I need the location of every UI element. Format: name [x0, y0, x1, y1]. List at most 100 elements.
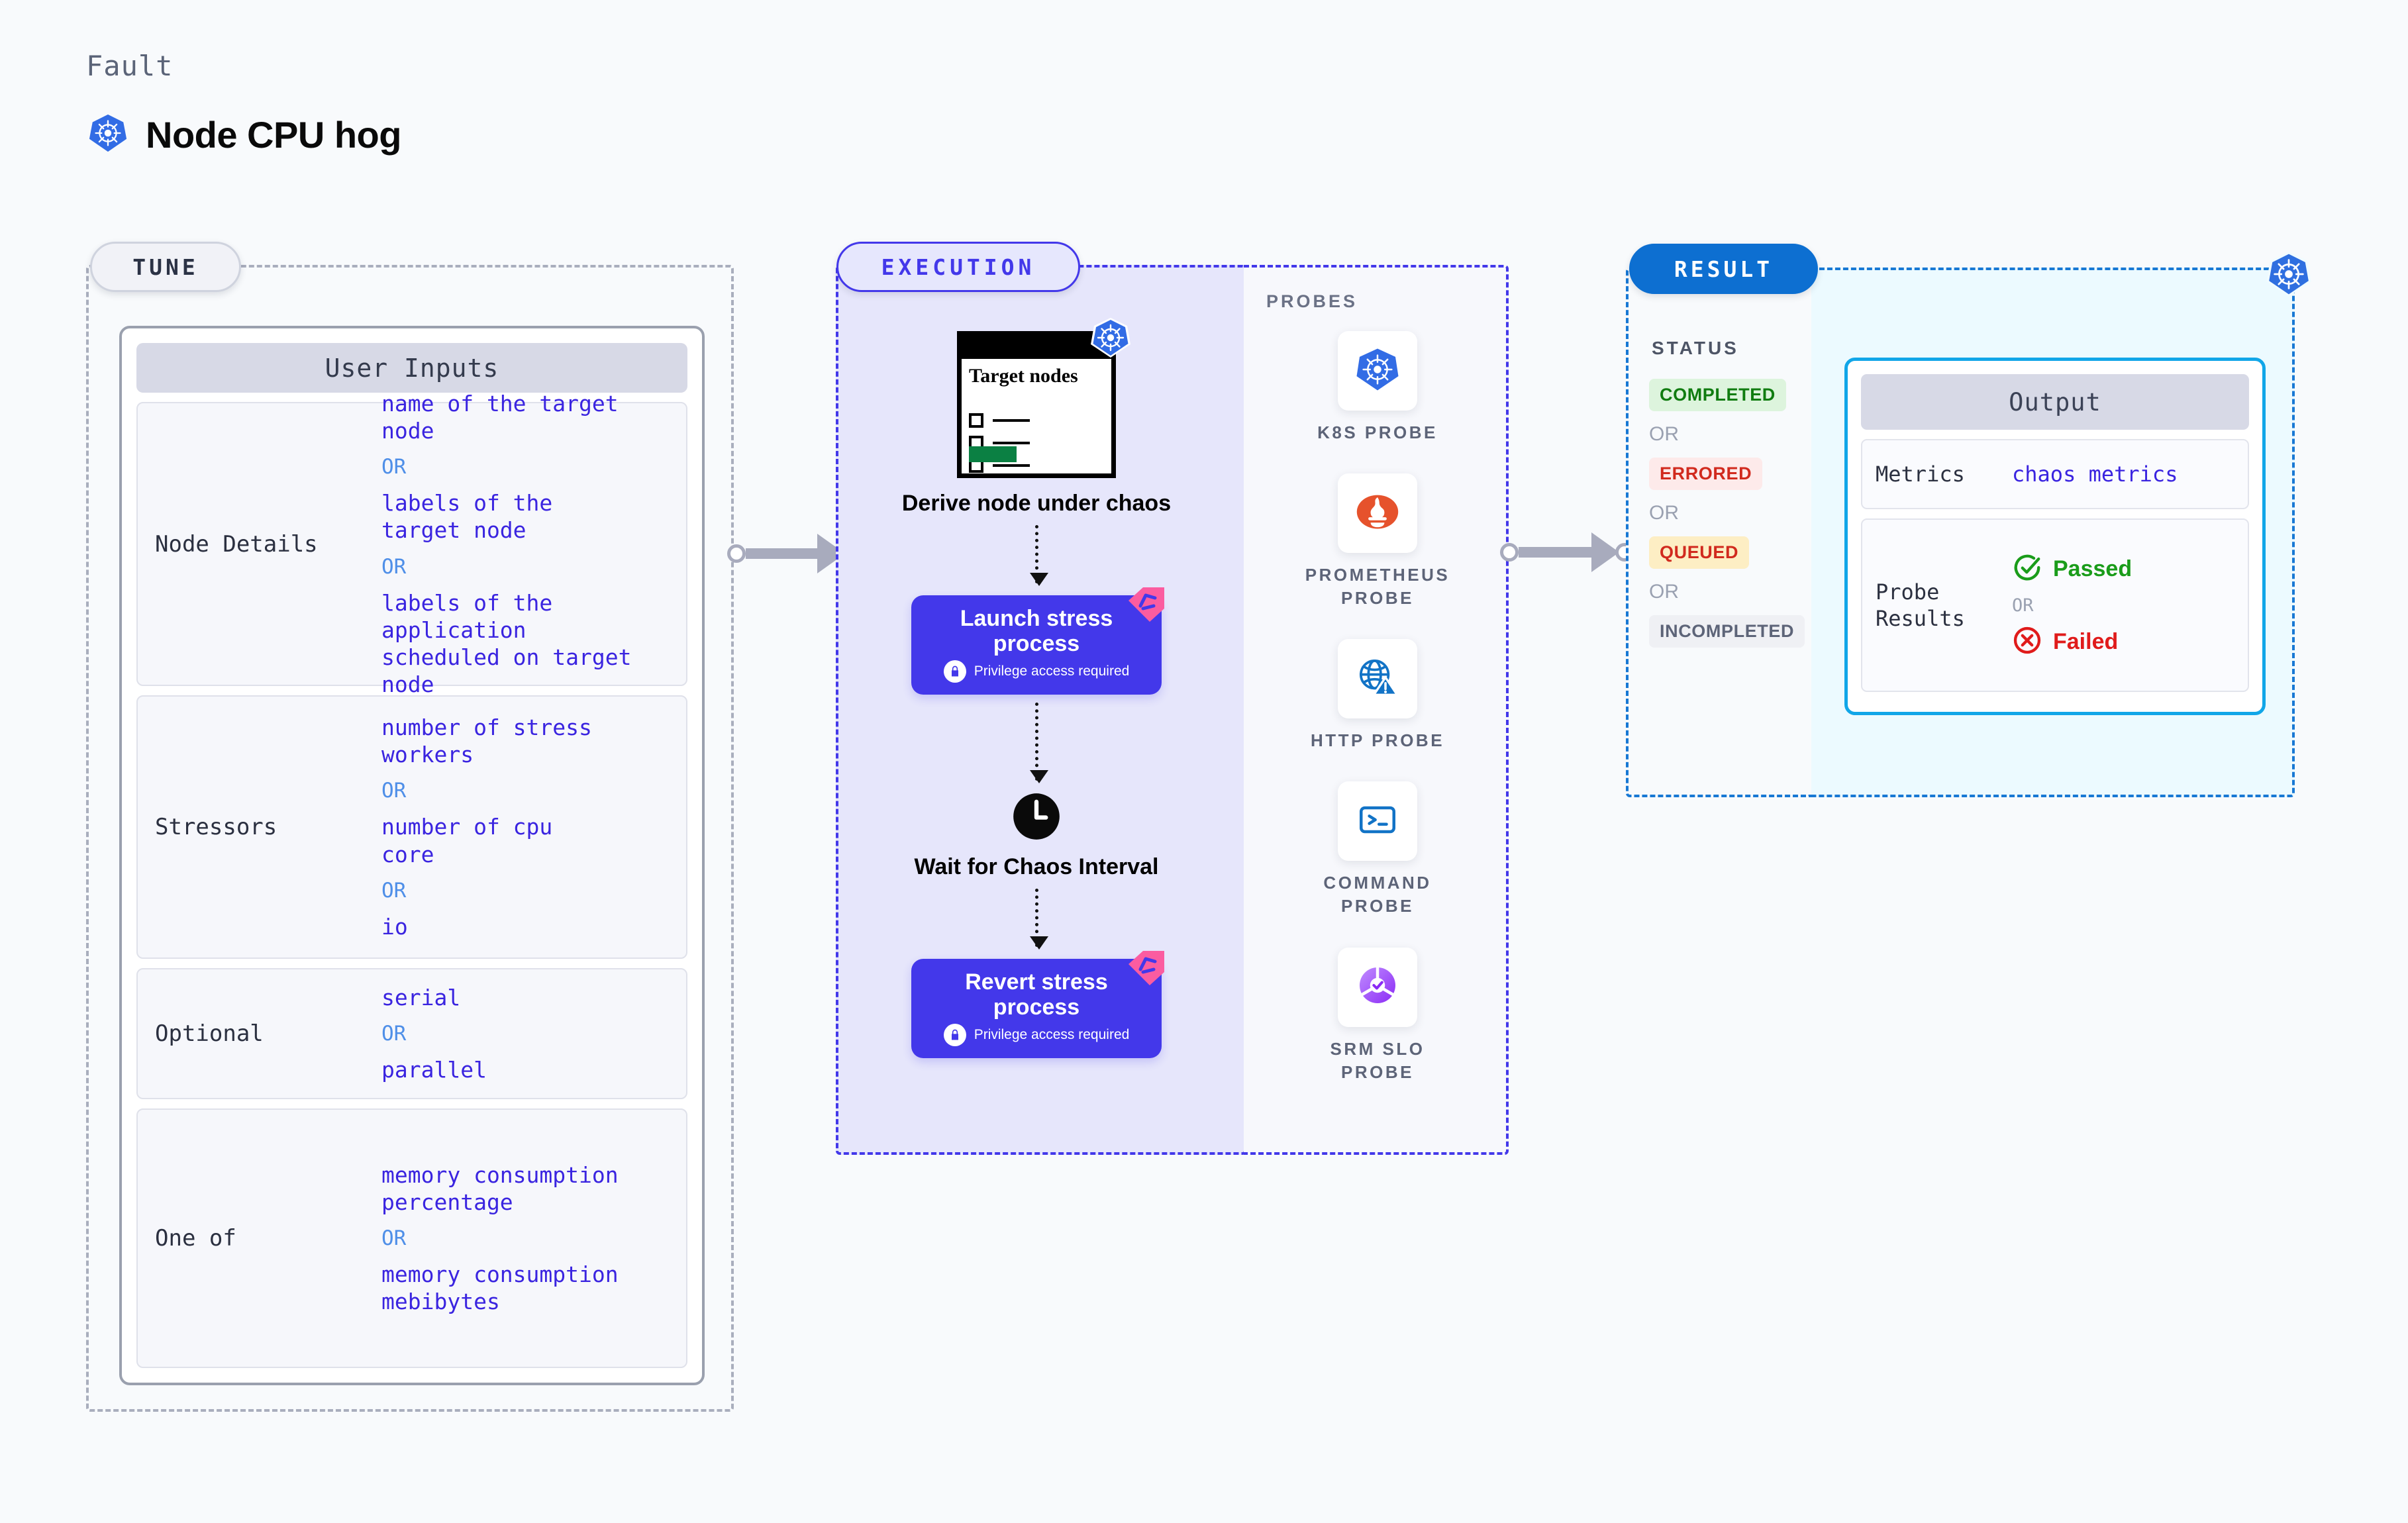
probe-label: HTTP PROBE [1310, 730, 1445, 751]
lock-icon [943, 660, 966, 683]
probe-result-passed: Passed [2012, 552, 2132, 586]
or-separator: OR [381, 554, 407, 579]
screen-titlebar [957, 331, 1116, 359]
step-launch-stress-process[interactable]: Launch stress process Privilege access r… [911, 587, 1164, 695]
connector-arrowhead [1591, 532, 1619, 572]
phase-label-execution[interactable]: EXECUTION [836, 242, 1080, 292]
tune-value: serial [381, 984, 461, 1010]
probe-label: PROMETHEUS PROBE [1305, 565, 1450, 609]
x-circle-icon [2012, 625, 2042, 659]
status-list: COMPLETED OR ERRORED OR QUEUED OR INCOMP… [1649, 379, 1805, 648]
fault-title-row: Node CPU hog [87, 113, 401, 157]
tune-value: memory consumption mebibytes [381, 1261, 619, 1315]
connector-start-dot [727, 544, 746, 563]
probe-item-http[interactable]: HTTP PROBE [1291, 639, 1464, 752]
tune-row-values: memory consumption percentage OR memory … [381, 1161, 619, 1316]
tune-row-one-of[interactable]: One of memory consumption percentage OR … [136, 1108, 687, 1368]
check-circle-icon [2012, 552, 2042, 586]
probe-tile [1338, 331, 1417, 411]
harness-ribbon-icon [1123, 586, 1171, 627]
status-badge[interactable]: INCOMPLETED [1649, 615, 1805, 648]
probe-item-command[interactable]: COMMAND PROBE [1291, 781, 1464, 918]
execution-flow: Target nodes Derive no [894, 318, 1179, 1058]
privilege-text: Privilege access required [974, 1026, 1130, 1042]
tune-value: labels of the target node [381, 490, 553, 544]
probe-tile [1338, 639, 1417, 719]
tune-value: memory consumption percentage [381, 1161, 619, 1215]
probe-result-failed: Failed [2012, 625, 2132, 659]
connector-line [1519, 547, 1593, 558]
probes-section-title: PROBES [1266, 291, 1358, 311]
flow-connector [1029, 524, 1048, 586]
output-metrics-value: chaos metrics [2012, 462, 2178, 487]
screen-title-text: Target nodes [969, 365, 1078, 387]
probe-passed-label: Passed [2053, 556, 2132, 581]
screen-green-button [969, 446, 1017, 462]
prometheus-icon [1353, 487, 1402, 540]
connector-start-dot [1500, 543, 1519, 562]
status-badge[interactable]: COMPLETED [1649, 379, 1786, 411]
status-badge[interactable]: QUEUED [1649, 536, 1750, 569]
tune-row-label: One of [155, 1225, 236, 1252]
probe-item-srm-slo[interactable]: SRM SLO PROBE [1291, 947, 1464, 1084]
output-row-metrics[interactable]: Metrics chaos metrics [1861, 439, 2249, 509]
harness-ribbon-icon [1123, 950, 1171, 991]
output-row-label: Probe Results [1876, 579, 1965, 631]
step-title: Revert stress process [965, 969, 1108, 1020]
or-separator: OR [1649, 581, 1679, 603]
tune-value: number of cpu core [381, 814, 553, 867]
terminal-icon [1354, 796, 1401, 847]
kubernetes-icon [1089, 317, 1132, 359]
step-label-wait-for-chaos: Wait for Chaos Interval [914, 854, 1159, 879]
or-separator: OR [381, 779, 407, 803]
phase-label-result[interactable]: RESULT [1629, 244, 1818, 294]
or-separator: OR [2012, 595, 2034, 616]
clock-icon [1011, 791, 1062, 842]
probe-label: SRM SLO PROBE [1330, 1038, 1425, 1082]
srm-slo-icon [1354, 961, 1401, 1012]
line-dash [993, 464, 1030, 467]
tune-row-label: Node Details [155, 530, 318, 558]
status-badge[interactable]: ERRORED [1649, 458, 1763, 490]
connector-execution-to-result [1500, 532, 1634, 572]
flow-connector [1029, 888, 1048, 950]
globe-warning-icon [1354, 654, 1401, 704]
probe-item-k8s[interactable]: K8S PROBE [1291, 331, 1464, 444]
output-row-label: Metrics [1876, 462, 1965, 487]
result-phase-container [1626, 268, 1811, 797]
kubernetes-icon [87, 113, 128, 157]
line-dash [993, 419, 1030, 422]
tune-row-label: Stressors [155, 814, 277, 840]
or-separator: OR [381, 455, 407, 479]
or-separator: OR [381, 1226, 407, 1250]
user-inputs-card: User Inputs Node Details name of the tar… [119, 326, 705, 1385]
privilege-text: Privilege access required [974, 663, 1130, 679]
tune-value: io [381, 913, 408, 940]
fault-eyebrow: Fault [86, 50, 174, 82]
probe-tile [1338, 781, 1417, 861]
connector-line [746, 548, 819, 559]
target-nodes-screen-icon: Target nodes [957, 318, 1130, 478]
tune-row-optional[interactable]: Optional serial OR parallel [136, 968, 687, 1099]
checkbox-icon [969, 413, 983, 428]
privilege-note: Privilege access required [943, 1023, 1130, 1046]
probe-tile [1338, 947, 1417, 1027]
or-separator: OR [381, 878, 407, 903]
probes-list: K8S PROBE PROMETHEUS PROBE [1285, 331, 1470, 1084]
tune-row-node-details[interactable]: Node Details name of the target node OR … [136, 391, 687, 697]
phase-label-tune[interactable]: TUNE [90, 242, 241, 292]
screen-list-line [969, 413, 1030, 428]
privilege-note: Privilege access required [943, 660, 1130, 683]
probe-tile [1338, 473, 1417, 554]
kubernetes-icon [1354, 346, 1401, 397]
probe-label: K8S PROBE [1317, 422, 1438, 442]
step-revert-stress-process[interactable]: Revert stress process Privilege access r… [911, 950, 1164, 1058]
tune-value: labels of the application scheduled on t… [381, 589, 632, 698]
page-title: Node CPU hog [146, 114, 401, 156]
tune-row-stressors[interactable]: Stressors number of stress workers OR nu… [136, 695, 687, 959]
kubernetes-icon [2265, 250, 2313, 298]
output-row-probe-results[interactable]: Probe Results Passed OR [1861, 518, 2249, 692]
lock-icon [943, 1023, 966, 1046]
tune-phase-container [86, 265, 734, 1412]
probe-item-prometheus[interactable]: PROMETHEUS PROBE [1291, 473, 1464, 610]
